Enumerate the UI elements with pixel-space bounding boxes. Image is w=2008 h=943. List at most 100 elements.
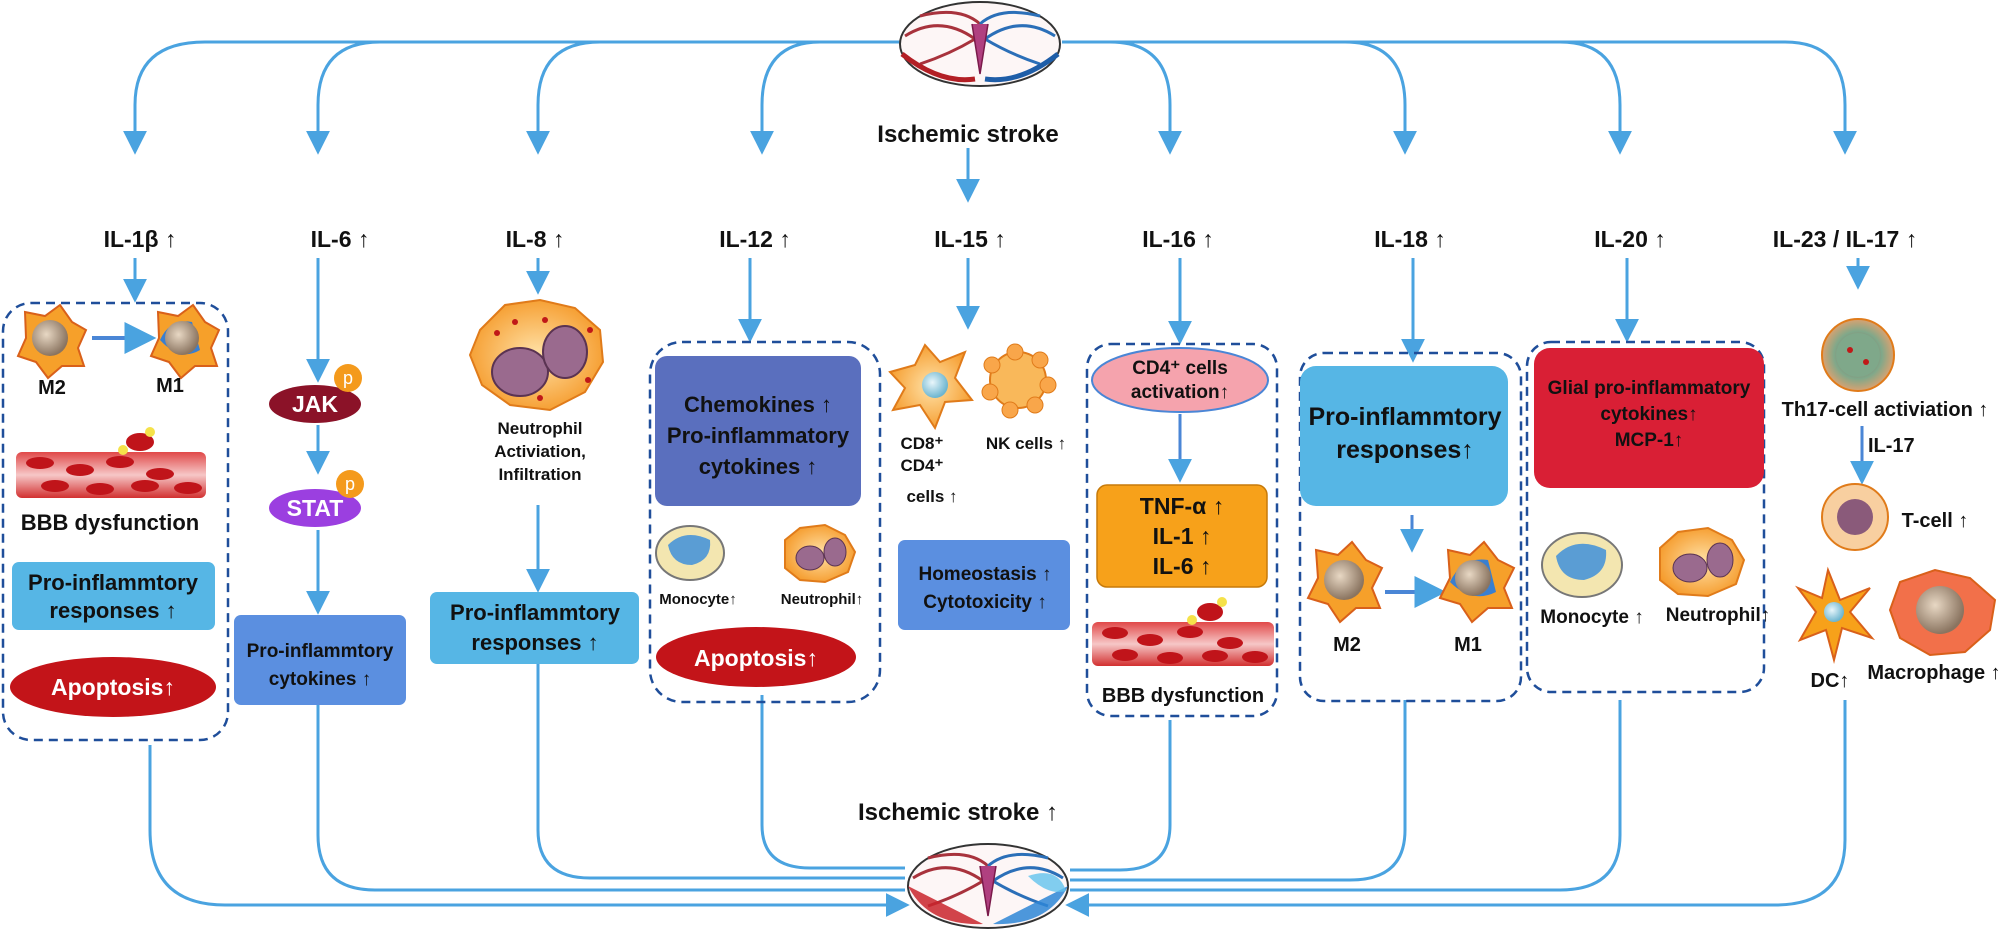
jak-phospho-label: p	[343, 368, 353, 388]
label-il16: IL-16 ↑	[1142, 226, 1214, 252]
il1b-m2-label: M2	[38, 377, 66, 399]
il15-box	[898, 540, 1070, 630]
stat-phospho-label: p	[345, 474, 355, 494]
il16-box-line2: IL-1 ↑	[1153, 523, 1212, 549]
il16-bbb-label: BBB dysfunction	[1102, 685, 1264, 707]
il1b-bbb-label: BBB dysfunction	[21, 510, 199, 535]
il18-box	[1300, 366, 1508, 506]
blood-vessel-icon	[16, 427, 206, 498]
il1b-pro-box	[12, 562, 215, 630]
il17-label: IL-17	[1868, 435, 1915, 457]
column-il16: CD4⁺ cells activation↑ TNF-α ↑ IL-1 ↑ IL…	[1085, 258, 1279, 718]
il6-pro-line1: Pro-inflammtory	[247, 641, 394, 662]
monocyte-icon-il20	[1541, 532, 1623, 598]
brain-bottom-icon	[907, 843, 1069, 929]
il20-dashed-group	[1525, 340, 1766, 694]
column-il15: CD8⁺ CD4⁺ cells ↑ NK cells ↑ Homeostasis…	[888, 258, 1070, 630]
il12-monocyte-label: Monocyte↑	[659, 591, 737, 608]
il8-pro-line2: responses ↑	[471, 630, 598, 655]
bottom-title: Ischemic stroke ↑	[858, 799, 1058, 826]
il15-box-line1: Homeostasis ↑	[918, 564, 1051, 585]
il16-ellipse-line1: CD4⁺ cells	[1132, 358, 1228, 379]
label-il8: IL-8 ↑	[506, 226, 565, 252]
il8-cell-line3: Infiltration	[498, 465, 581, 484]
m1-macrophage-icon	[149, 303, 221, 380]
il1b-dashed-group	[1, 301, 230, 742]
il20-box-line3: MCP-1↑	[1615, 430, 1684, 451]
stat-phospho-icon	[336, 470, 364, 498]
label-il6: IL-6 ↑	[311, 226, 370, 252]
il1b-pro-line2: responses ↑	[49, 598, 176, 623]
il15-cd4-label: CD4⁺	[901, 456, 944, 475]
jak-ellipse	[269, 385, 361, 423]
t-cell-icon	[1821, 483, 1889, 551]
th17-label: Th17-cell activiation ↑	[1782, 399, 1989, 421]
il6-pro-box	[234, 615, 406, 705]
label-il1b: IL-1β ↑	[104, 226, 177, 252]
il18-box-line1: Pro-inflammtory	[1308, 403, 1501, 431]
il20-box-line2: cytokines↑	[1600, 404, 1697, 425]
jak-label: JAK	[292, 391, 338, 417]
stat-label: STAT	[287, 495, 344, 521]
il12-neutrophil-label: Neutrophil↑	[781, 591, 864, 608]
il15-nk-label: NK cells ↑	[986, 434, 1066, 453]
stat-ellipse	[269, 489, 361, 527]
label-il20: IL-20 ↑	[1594, 226, 1666, 252]
jak-phospho-icon	[334, 364, 362, 392]
il12-box-line1: Chemokines ↑	[684, 392, 832, 417]
il12-apoptosis-ellipse	[656, 627, 856, 687]
label-il15: IL-15 ↑	[934, 226, 1006, 252]
column-il23: Th17-cell activiation ↑ IL-17 T-cell ↑ D…	[1782, 258, 2001, 692]
il20-neutrophil-label: Neutrophil↑	[1666, 605, 1771, 626]
m2-macrophage-icon-il18	[1306, 540, 1384, 624]
column-il20: Glial pro-inflammatory cytokines↑ MCP-1↑…	[1525, 258, 1771, 694]
bottom-connector-arcs	[148, 655, 1847, 917]
il16-box	[1096, 484, 1268, 588]
il16-box-line1: TNF-α ↑	[1140, 493, 1224, 519]
il16-ellipse-line2: activation↑	[1131, 382, 1229, 403]
il12-dashed-group	[648, 340, 882, 704]
il18-m1-label: M1	[1454, 634, 1482, 656]
monocyte-icon	[655, 525, 725, 581]
th17-cell-icon	[1821, 318, 1895, 392]
brain-top-icon	[899, 1, 1061, 87]
blood-vessel-icon-il16	[1092, 597, 1274, 666]
dc-label: DC↑	[1811, 670, 1850, 692]
il20-box-line1: Glial pro-inflammatory	[1548, 378, 1751, 399]
il8-cell-line2: Activiation,	[494, 442, 586, 461]
m1-macrophage-icon-il18	[1438, 540, 1516, 624]
il1b-apoptosis-ellipse	[10, 657, 216, 717]
il18-m2-label: M2	[1333, 634, 1361, 656]
il12-box	[655, 356, 861, 506]
neutrophil-small-icon	[784, 523, 857, 584]
il12-box-line3: cytokines ↑	[699, 454, 818, 479]
label-il12: IL-12 ↑	[719, 226, 791, 252]
neutrophil-icon-il20	[1659, 526, 1746, 598]
neutrophil-large-icon	[468, 298, 605, 412]
cd8-cell-icon	[888, 343, 974, 431]
column-il18: Pro-inflammtory responses↑ M2 M1	[1298, 258, 1523, 703]
column-il6: JAK p STAT p Pro-inflammtory cytokines ↑	[234, 258, 406, 705]
m2-macrophage-icon	[16, 303, 88, 380]
il16-ellipse	[1091, 347, 1269, 413]
il1b-apoptosis-label: Apoptosis↑	[51, 674, 175, 700]
label-il18: IL-18 ↑	[1374, 226, 1446, 252]
macrophage-label: Macrophage ↑	[1867, 662, 2000, 684]
column-il12: Chemokines ↑ Pro-inflammatory cytokines …	[648, 258, 882, 704]
column-labels: IL-1β ↑ IL-6 ↑ IL-8 ↑ IL-12 ↑ IL-15 ↑ IL…	[104, 226, 1918, 252]
il20-monocyte-label: Monocyte ↑	[1540, 607, 1643, 628]
il15-cd8-label: CD8⁺	[901, 434, 944, 453]
il6-pro-line2: cytokines ↑	[269, 669, 371, 690]
il1b-pro-line1: Pro-inflammtory	[28, 570, 199, 595]
macrophage-icon	[1888, 568, 1997, 657]
label-il23: IL-23 / IL-17 ↑	[1773, 226, 1917, 252]
il18-dashed-group	[1298, 351, 1523, 703]
dc-cell-icon	[1795, 566, 1876, 664]
top-connector-arcs	[123, 40, 1857, 203]
il18-box-line2: responses↑	[1336, 436, 1474, 464]
il12-apoptosis-label: Apoptosis↑	[694, 645, 818, 671]
il8-pro-line1: Pro-inflammtory	[450, 600, 621, 625]
column-il1b: M2 M1 BBB dysfunction Pro-inflammtory re…	[1, 258, 230, 742]
il1b-m1-label: M1	[156, 375, 184, 397]
il12-box-line2: Pro-inflammatory	[667, 423, 850, 448]
